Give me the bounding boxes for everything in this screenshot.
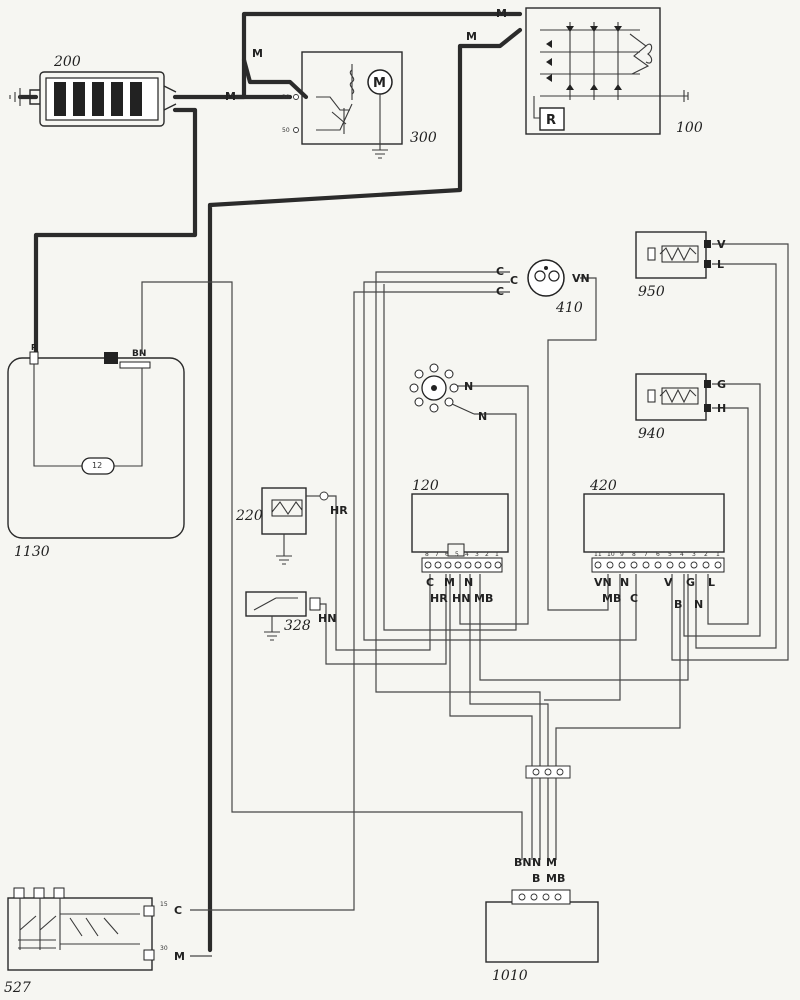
label-328: 328 bbox=[284, 618, 311, 634]
component-1010: BN N M B MB 1010 bbox=[485, 856, 599, 984]
pin-label-120-3: 3 bbox=[475, 551, 479, 558]
component-527: 15 30 C M 527 bbox=[4, 887, 185, 996]
wire-label-vn: VN bbox=[572, 272, 590, 285]
wire-label-1010-mb: MB bbox=[546, 872, 565, 885]
wire-label-420-n: N bbox=[620, 576, 629, 589]
wire-label-1010-n: N bbox=[532, 856, 541, 869]
label-527: 527 bbox=[4, 980, 31, 996]
pin-label-420-2: 2 bbox=[704, 551, 708, 558]
wire-label-v: V bbox=[717, 238, 726, 251]
wire-label-bn: BN bbox=[132, 349, 146, 359]
label-420: 420 bbox=[589, 478, 617, 494]
component-120: 8 7 6 5 4 3 2 1 C M N HR HN MB 120 bbox=[411, 478, 509, 605]
pin-label-420-10: 10 bbox=[607, 551, 615, 558]
component-300-starter: M 30 50 300 bbox=[282, 51, 437, 159]
wire-label-120-n: N bbox=[464, 576, 473, 589]
pin-label-420-3: 3 bbox=[692, 551, 696, 558]
pin-label-120-5: 5 bbox=[455, 551, 459, 558]
wire-label-420-g: G bbox=[686, 576, 695, 589]
pin-label-420-5: 5 bbox=[668, 551, 672, 558]
wire-label-c1: C bbox=[496, 265, 504, 278]
component-328: HN 328 bbox=[245, 591, 336, 641]
wire-label-n2: N bbox=[478, 410, 487, 423]
pin-label-120-1: 1 bbox=[495, 551, 499, 558]
component-200-battery: 200 bbox=[9, 54, 177, 127]
pin-label-420-1: 1 bbox=[716, 551, 720, 558]
terminal-15: 15 bbox=[160, 901, 168, 908]
wire-label-420-c: C bbox=[630, 592, 638, 605]
label-1010: 1010 bbox=[492, 968, 528, 984]
power-wires bbox=[17, 11, 523, 953]
label-220: 220 bbox=[235, 508, 263, 524]
wire-label-m-alt-top: M bbox=[496, 7, 507, 20]
pin-label-120-4: 4 bbox=[465, 551, 469, 558]
pin-label-420-6: 6 bbox=[656, 551, 660, 558]
wire-label-420-mb: MB bbox=[602, 592, 621, 605]
lamp-glyph: 12 bbox=[92, 461, 102, 470]
wire-label-120-mb: MB bbox=[474, 592, 493, 605]
wire-label-1010-b: B bbox=[532, 872, 540, 885]
terminal-50: 50 bbox=[282, 127, 290, 134]
wire-label-m-battery-starter: M bbox=[225, 90, 236, 103]
wire-label-527-c: C bbox=[174, 904, 182, 917]
signal-wires bbox=[141, 243, 789, 957]
pin-label-420-8: 8 bbox=[632, 551, 636, 558]
wire-label-120-m: M bbox=[444, 576, 455, 589]
component-1130: 12 R BN 1130 bbox=[7, 343, 185, 560]
wire-label-120-hn: HN bbox=[452, 592, 470, 605]
wire-label-420-vn: VN bbox=[594, 576, 612, 589]
rotary-switch: N N bbox=[409, 363, 487, 423]
wire-label-420-b: B bbox=[674, 598, 682, 611]
wire-label-r: R bbox=[31, 343, 37, 352]
inline-connector bbox=[525, 765, 571, 779]
pin-label-120-6: 6 bbox=[445, 551, 449, 558]
wire-label-120-hr: HR bbox=[430, 592, 448, 605]
terminal-30: 30 bbox=[282, 94, 290, 101]
wire-label-1010-m: M bbox=[546, 856, 557, 869]
label-940: 940 bbox=[638, 426, 665, 442]
wire-label-c3: C bbox=[496, 285, 504, 298]
label-1130: 1130 bbox=[14, 544, 50, 560]
pin-label-420-4: 4 bbox=[680, 551, 684, 558]
label-200: 200 bbox=[53, 54, 81, 70]
terminal-30-switch: 30 bbox=[160, 945, 168, 952]
wire-label-420-l: L bbox=[708, 576, 715, 589]
wire-label-hn-328: HN bbox=[318, 612, 336, 625]
wire-label-420-v: V bbox=[664, 576, 673, 589]
wire-label-m-starter-loop: M bbox=[252, 47, 263, 60]
label-100: 100 bbox=[676, 120, 703, 136]
label-950: 950 bbox=[638, 284, 665, 300]
label-410: 410 bbox=[555, 300, 583, 316]
wire-label-420-n2: N bbox=[694, 598, 703, 611]
label-120: 120 bbox=[412, 478, 439, 494]
wire-label-1010-bn: BN bbox=[514, 856, 532, 869]
component-410: C C C VN 410 bbox=[496, 259, 590, 316]
pin-label-120-8: 8 bbox=[425, 551, 429, 558]
wire-label-c2: C bbox=[510, 274, 518, 287]
wire-label-l: L bbox=[717, 258, 724, 271]
motor-glyph: M bbox=[373, 76, 386, 91]
label-300: 300 bbox=[410, 130, 437, 146]
component-950: V L 950 bbox=[635, 231, 726, 300]
wire-label-527-m: M bbox=[174, 950, 185, 963]
wire-label-120-c: C bbox=[426, 576, 434, 589]
pin-label-420-9: 9 bbox=[620, 551, 624, 558]
component-220: HR 220 bbox=[235, 487, 348, 565]
wire-label-h: H bbox=[717, 402, 726, 415]
pin-label-420-7: 7 bbox=[644, 551, 648, 558]
component-100-alternator: R 100 bbox=[525, 7, 703, 136]
wire-label-hr-220: HR bbox=[330, 504, 348, 517]
wire-label-m-alt-mid: M bbox=[466, 30, 477, 43]
pin-label-420-11: 11 bbox=[594, 551, 602, 558]
wire-label-n1: N bbox=[464, 380, 473, 393]
pin-label-120-7: 7 bbox=[435, 551, 439, 558]
pin-label-120-2: 2 bbox=[485, 551, 489, 558]
component-420: 11 10 9 8 7 6 5 4 3 2 1 VN N V G L MB C … bbox=[583, 478, 725, 611]
component-940: G H 940 bbox=[635, 373, 726, 442]
wire-label-g: G bbox=[717, 378, 726, 391]
regulator-glyph: R bbox=[546, 113, 556, 128]
